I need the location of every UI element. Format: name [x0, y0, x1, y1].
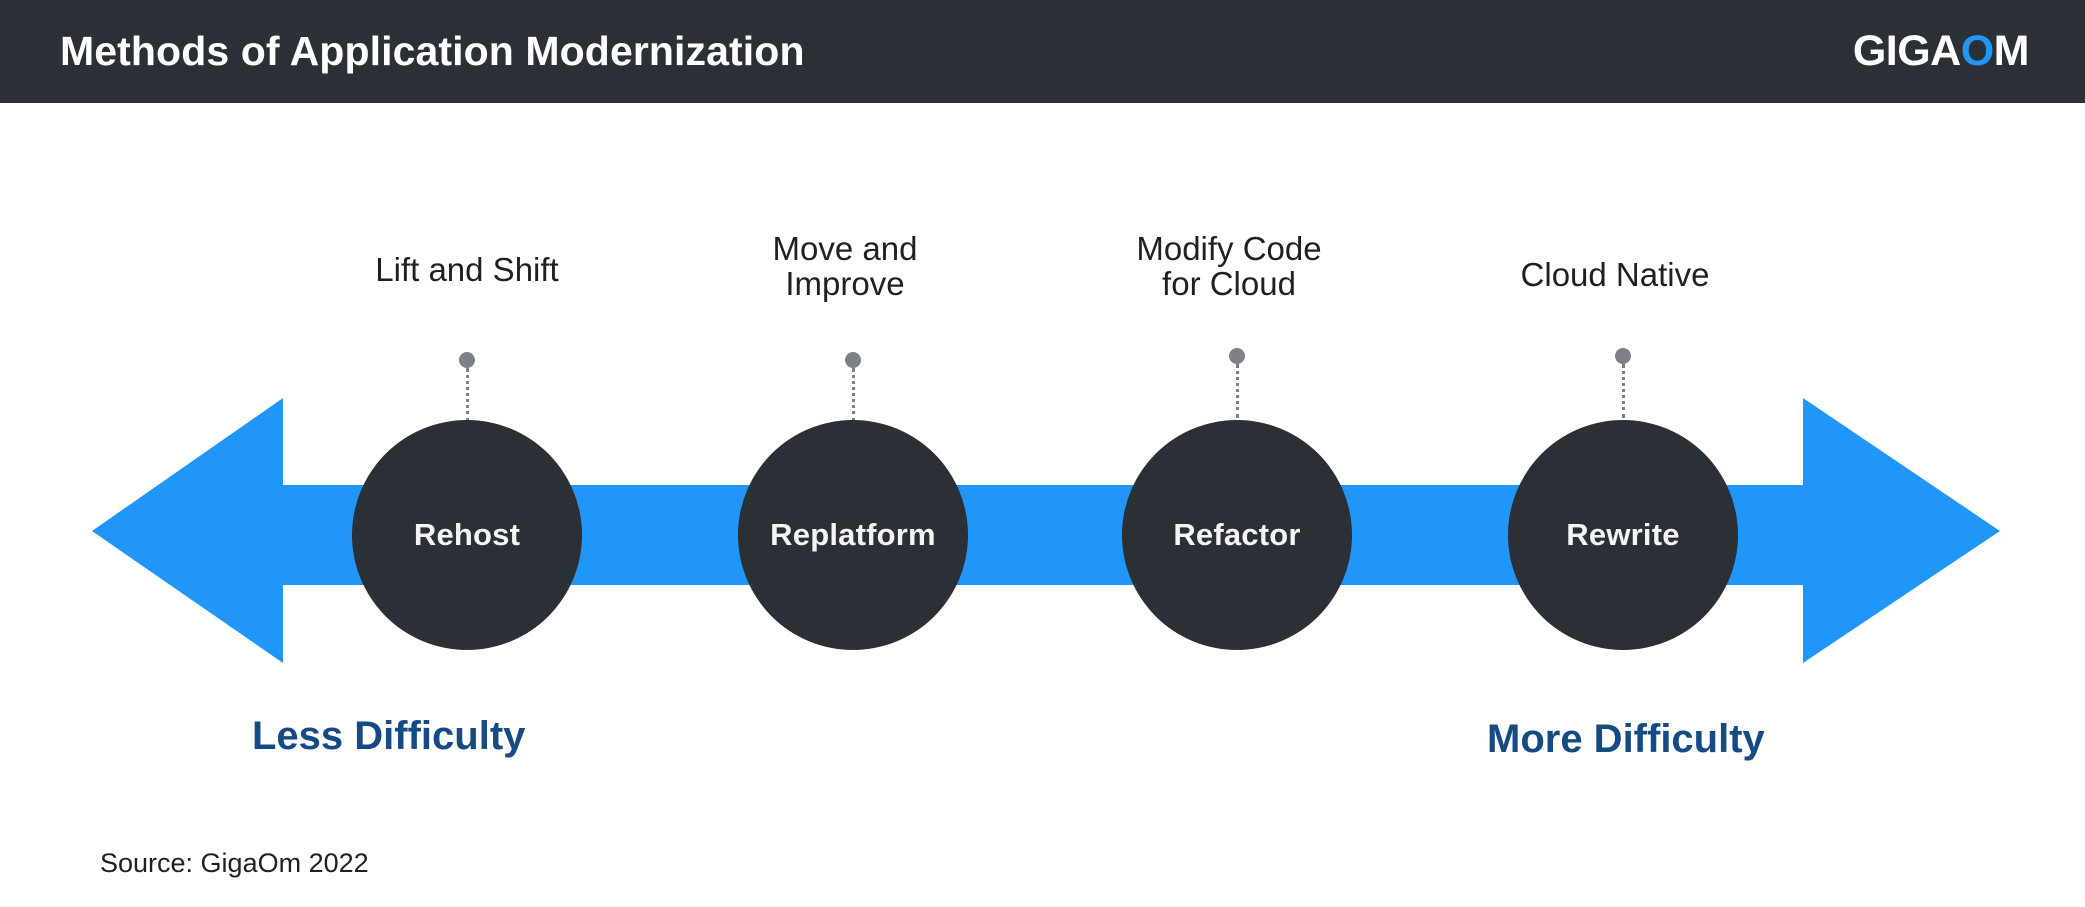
node-replatform[interactable]: Replatform: [738, 420, 968, 650]
connector-rehost: [459, 352, 475, 422]
callout-label-refactor: Modify Code for Cloud: [1136, 230, 1322, 302]
callout-label-rewrite: Cloud Native: [1520, 256, 1710, 293]
node-label: Refactor: [1173, 517, 1301, 552]
node-label: Rewrite: [1566, 517, 1680, 552]
connector-stem: [1236, 364, 1239, 418]
callout-label-replatform: Move and Improve: [772, 230, 918, 302]
logo-text-post: M: [1993, 27, 2030, 75]
connector-dot-icon: [1615, 348, 1631, 364]
connector-rewrite: [1615, 348, 1631, 418]
connector-refactor: [1229, 348, 1245, 418]
connector-dot-icon: [1229, 348, 1245, 364]
source-note: Source: GigaOm 2022: [100, 848, 369, 878]
node-refactor[interactable]: Refactor: [1122, 420, 1352, 650]
page-title: Methods of Application Modernization: [60, 28, 805, 74]
connector-stem: [466, 368, 469, 422]
node-rehost[interactable]: Rehost: [352, 420, 582, 650]
logo-text-pre: GIGA: [1852, 27, 1961, 75]
node-label: Rehost: [413, 517, 521, 552]
header-bar: [0, 0, 2085, 103]
node-rewrite[interactable]: Rewrite: [1508, 420, 1738, 650]
logo-accent-o: O: [1960, 27, 1994, 75]
more-difficulty-label: More Difficulty: [1487, 717, 1765, 761]
connector-replatform: [845, 352, 861, 422]
connector-dot-icon: [459, 352, 475, 368]
less-difficulty-label: Less Difficulty: [252, 714, 526, 758]
connector-dot-icon: [845, 352, 861, 368]
gigaom-logo: GIGAOM: [1852, 0, 2030, 103]
callout-label-rehost: Lift and Shift: [375, 251, 559, 288]
node-label: Replatform: [770, 517, 936, 552]
connector-stem: [1622, 364, 1625, 418]
connector-stem: [852, 368, 855, 422]
